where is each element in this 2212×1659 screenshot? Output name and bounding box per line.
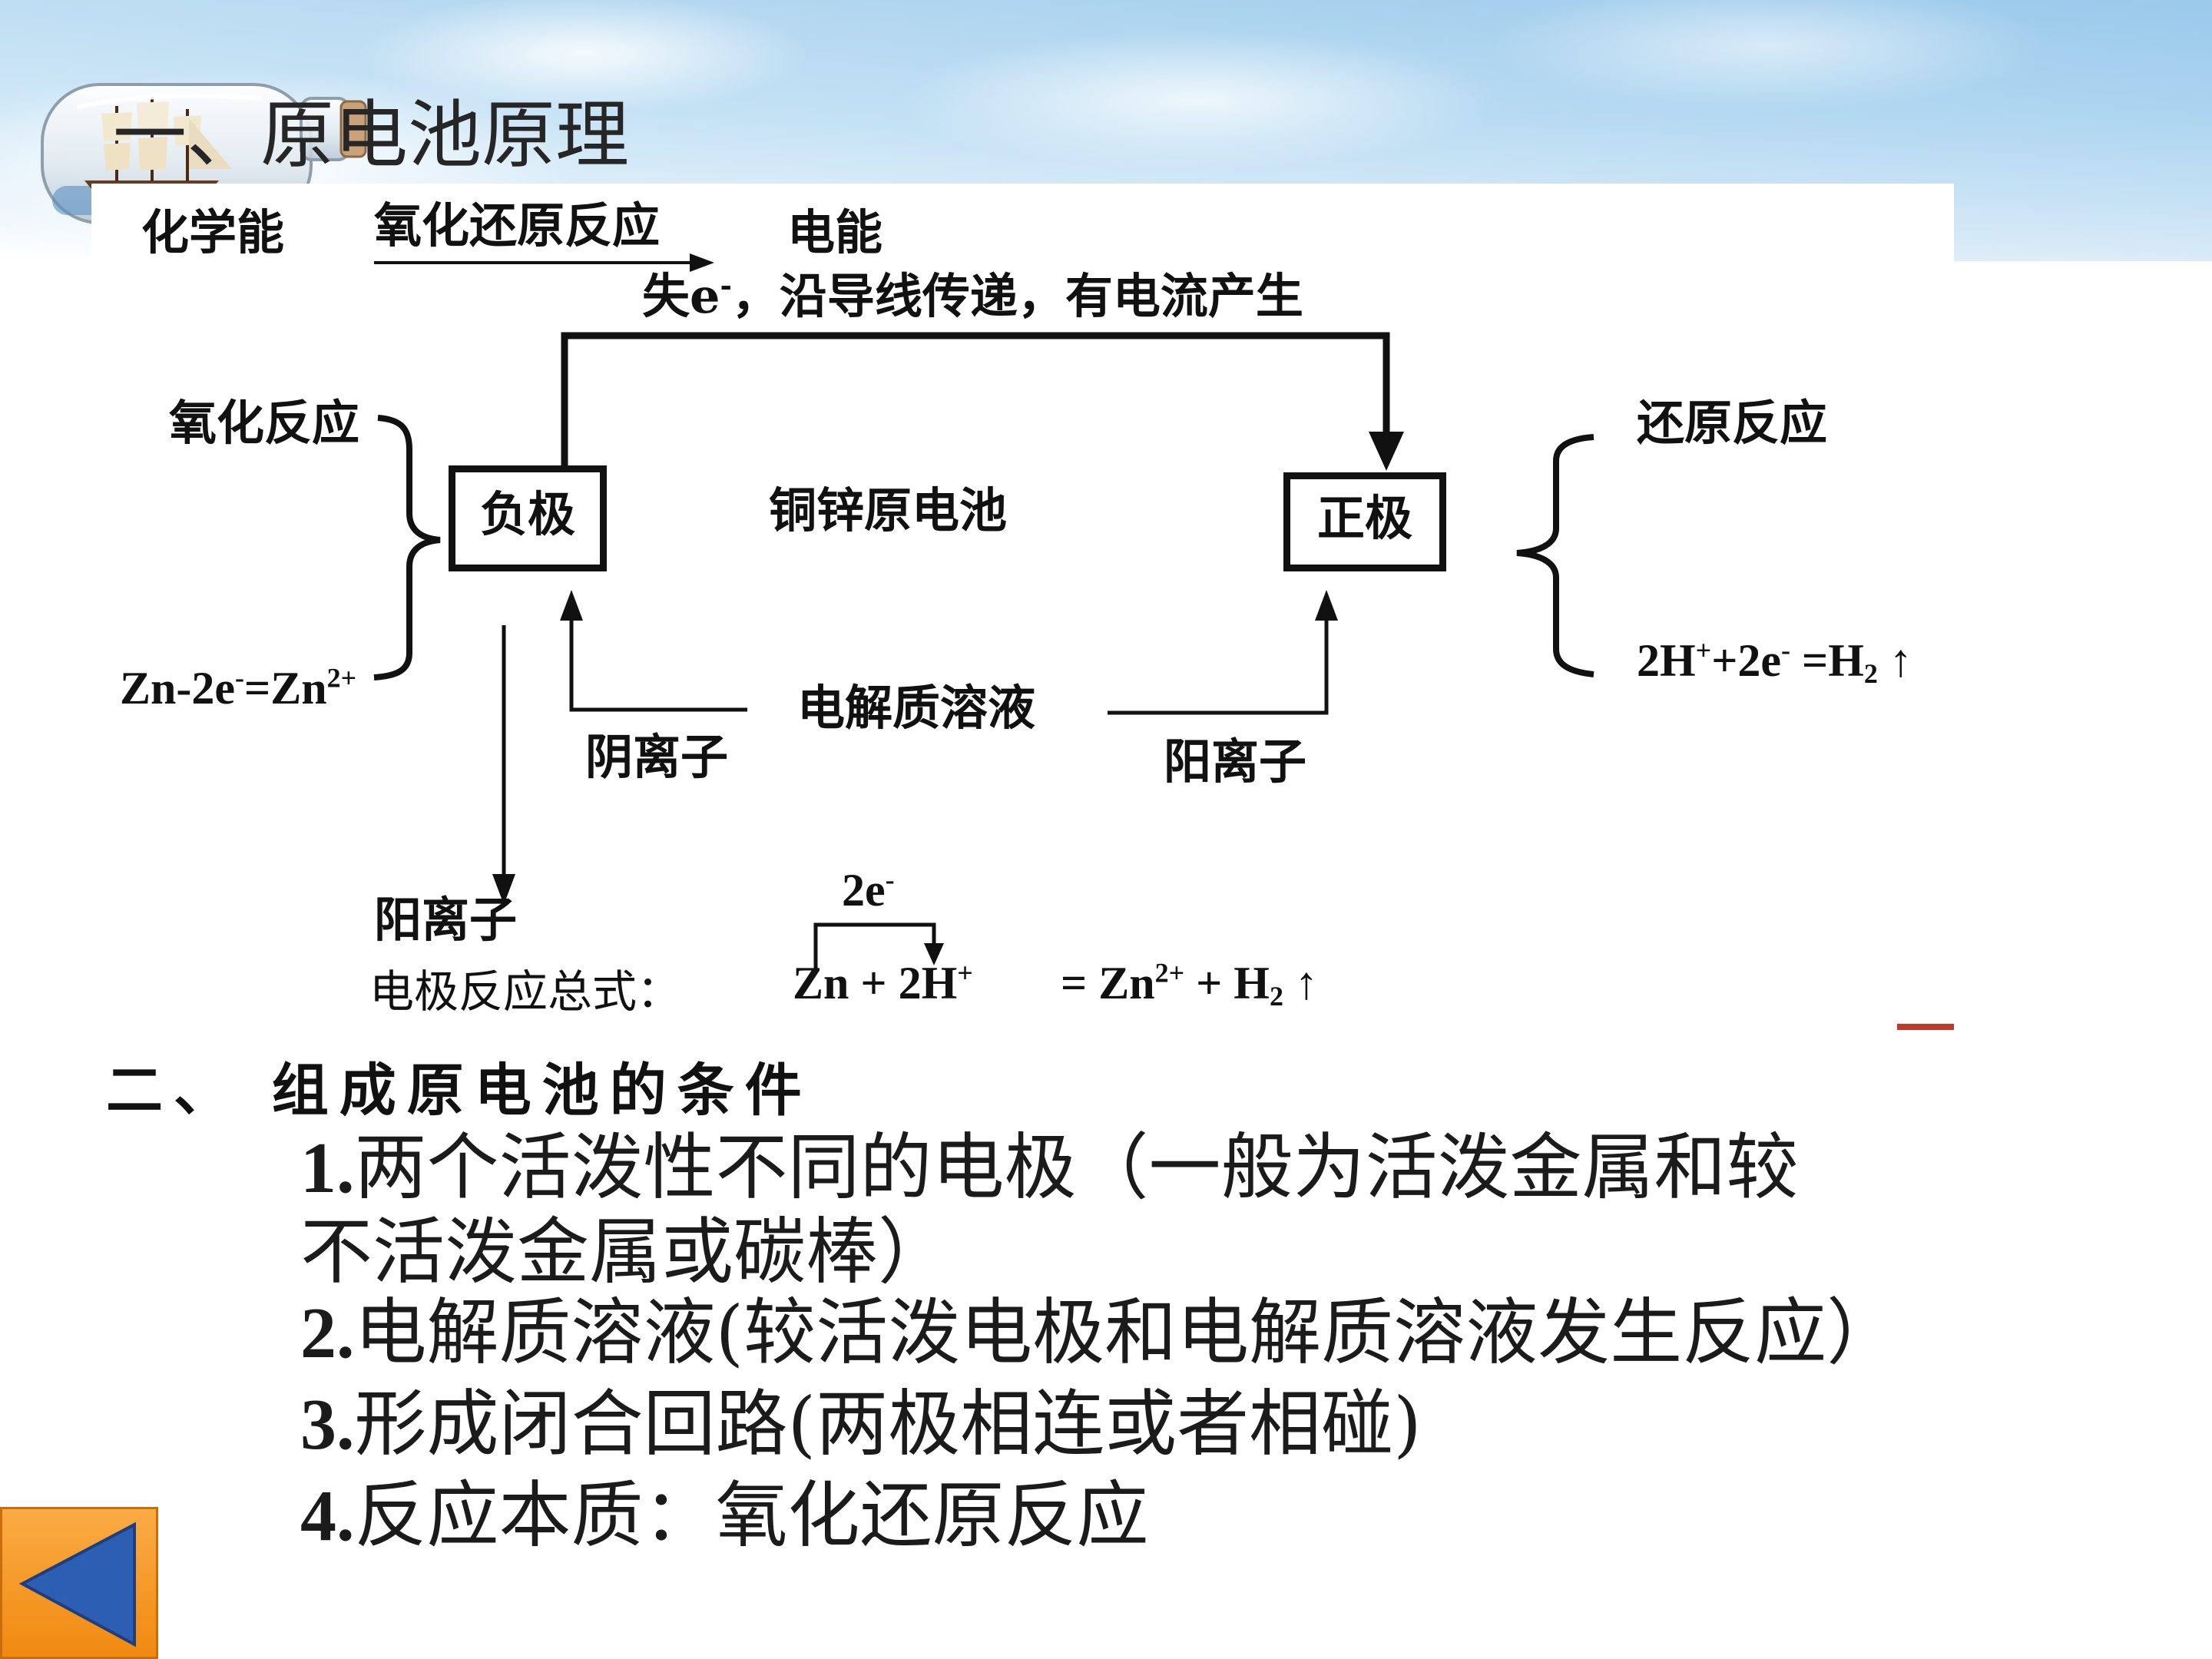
equation-superscript: 2+ <box>326 662 357 694</box>
anode-equation: Zn-2e-=Zn2+ <box>120 662 357 714</box>
negative-electrode-label: 负极 <box>479 486 575 542</box>
left-triangle-icon <box>18 1522 136 1647</box>
condition-text: 电解质溶液(较活泼电极和电解质溶液发生反应） <box>354 1291 1899 1375</box>
equation-superscript: - <box>1781 634 1791 666</box>
equation-superscript: + <box>957 957 973 988</box>
electron-flow-label: 失e-，沿导线传递，有电流产生 <box>642 271 1303 320</box>
electron-transfer-label: 2e- <box>842 864 895 916</box>
equation-superscript: 2+ <box>1154 957 1185 988</box>
equation-subscript: 2 <box>1269 981 1283 1012</box>
condition-text: 反应本质：氧化还原反应 <box>354 1474 1149 1558</box>
equation-part: 2H <box>1637 635 1696 686</box>
equation-part: Zn + 2H <box>793 958 958 1008</box>
anion-label: 阴离子 <box>585 729 729 785</box>
condition-number: 3. <box>300 1385 355 1465</box>
cell-name-label: 铜锌原电池 <box>769 482 1008 538</box>
condition-number: 1. <box>300 1128 355 1208</box>
equation-part: 2e <box>842 865 886 916</box>
condition-item-2: 2.电解质溶液(较活泼电极和电解质溶液发生反应） <box>300 1297 1899 1370</box>
electron-charge: - <box>720 268 732 303</box>
condition-item-3: 3.形成闭合回路(两极相连或者相碰) <box>300 1389 1422 1462</box>
slide-title: 一、原电池原理 <box>113 92 629 178</box>
gas-arrow: ↑ <box>1283 958 1318 1008</box>
positive-electrode-box: 正极 <box>1283 472 1446 571</box>
equation-superscript: - <box>885 864 895 896</box>
cation-label-right: 阳离子 <box>1164 733 1307 790</box>
redox-label: 氧化还原反应 <box>374 197 661 253</box>
cation-label-bottom: 阳离子 <box>374 892 518 948</box>
total-reaction-label: 电极反应总式： <box>369 965 682 1018</box>
oxidation-label: 氧化反应 <box>169 395 360 451</box>
previous-slide-button[interactable] <box>0 1507 158 1659</box>
equation-superscript: - <box>235 662 244 694</box>
positive-electrode-label: 正极 <box>1316 489 1412 546</box>
condition-text: 两个活泼性不同的电极（一般为活泼金属和较 <box>354 1126 1799 1210</box>
condition-item-1-continued: 不活泼金属或碳棒） <box>300 1210 951 1294</box>
equation-part: Zn-2e <box>120 663 235 714</box>
total-equation-reactants: Zn + 2H+ <box>793 957 973 1008</box>
electron-flow-text: 失e <box>642 268 720 324</box>
gas-arrow: ↑ <box>1877 635 1912 686</box>
cathode-equation: 2H++2e- =H2 ↑ <box>1637 634 1912 687</box>
electrolyte-label: 电解质溶液 <box>797 680 1036 736</box>
equation-part: =H <box>1790 635 1864 686</box>
equation-part: = Zn <box>1061 958 1155 1008</box>
equation-part: +2e <box>1711 635 1782 686</box>
equation-part: =Zn <box>244 663 327 714</box>
total-equation-products: = Zn2+ + H2 ↑ <box>1061 957 1318 1010</box>
electric-energy-label: 电能 <box>787 204 883 260</box>
conditions-heading: 二、 组成原电池的条件 <box>106 1058 813 1124</box>
condition-item-1: 1.两个活泼性不同的电极（一般为活泼金属和较 <box>300 1132 1799 1205</box>
condition-number: 2. <box>300 1293 355 1373</box>
electron-flow-text: ，沿导线传递，有电流产生 <box>731 268 1303 324</box>
negative-electrode-box: 负极 <box>449 465 607 571</box>
condition-item-4: 4.反应本质：氧化还原反应 <box>300 1480 1149 1553</box>
equation-part: + H <box>1184 958 1270 1008</box>
condition-number: 4. <box>300 1476 355 1556</box>
reduction-label: 还原反应 <box>1637 395 1828 451</box>
equation-superscript: + <box>1695 634 1712 666</box>
equation-subscript: 2 <box>1863 658 1878 689</box>
chemical-energy-label: 化学能 <box>141 204 285 260</box>
condition-text: 形成闭合回路(两极相连或者相碰) <box>354 1382 1422 1466</box>
